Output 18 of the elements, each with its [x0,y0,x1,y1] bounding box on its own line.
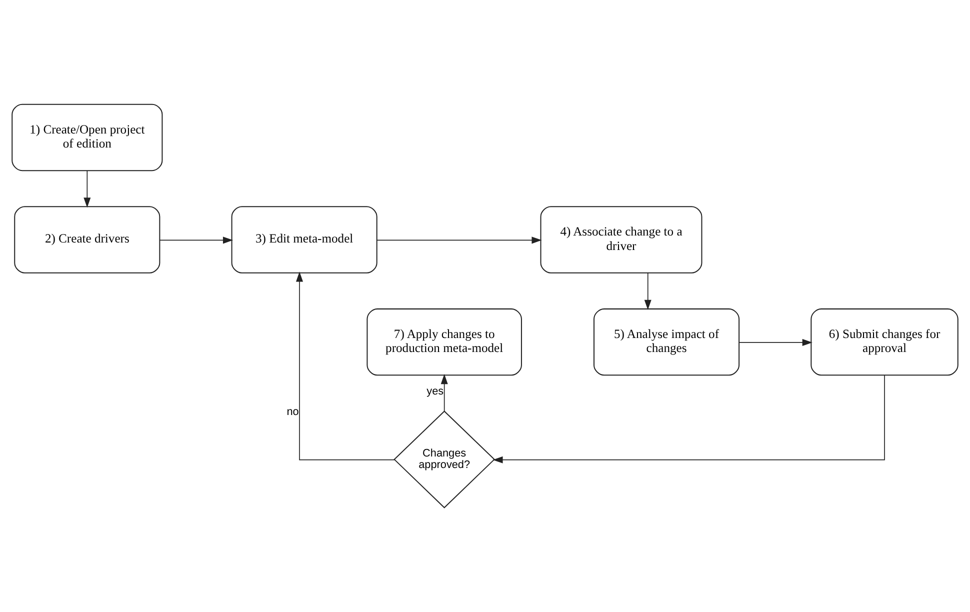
arrow [644,272,652,310]
node-box: 2) Create drivers [14,206,160,274]
arrow [440,374,448,412]
edge-label: yes [426,385,444,398]
arrow [738,338,812,346]
arrow [376,236,542,244]
node-box: 5) Analyse impact of changes [594,308,740,376]
node-box: 4) Associate change to a driver [540,206,702,274]
edge-label: no [286,406,299,418]
node-box: 7) Apply changes to production meta-model [366,308,522,376]
arrow [296,272,395,460]
arrow [492,374,885,464]
node-diamond: Changes approved? [394,410,496,508]
arrow [84,170,91,208]
node-box: 3) Edit meta-model [231,206,378,274]
node-box: 6) Submit changes for approval [810,308,958,376]
arrow [159,236,234,244]
node-box: 1) Create/Open project of edition [12,104,163,172]
